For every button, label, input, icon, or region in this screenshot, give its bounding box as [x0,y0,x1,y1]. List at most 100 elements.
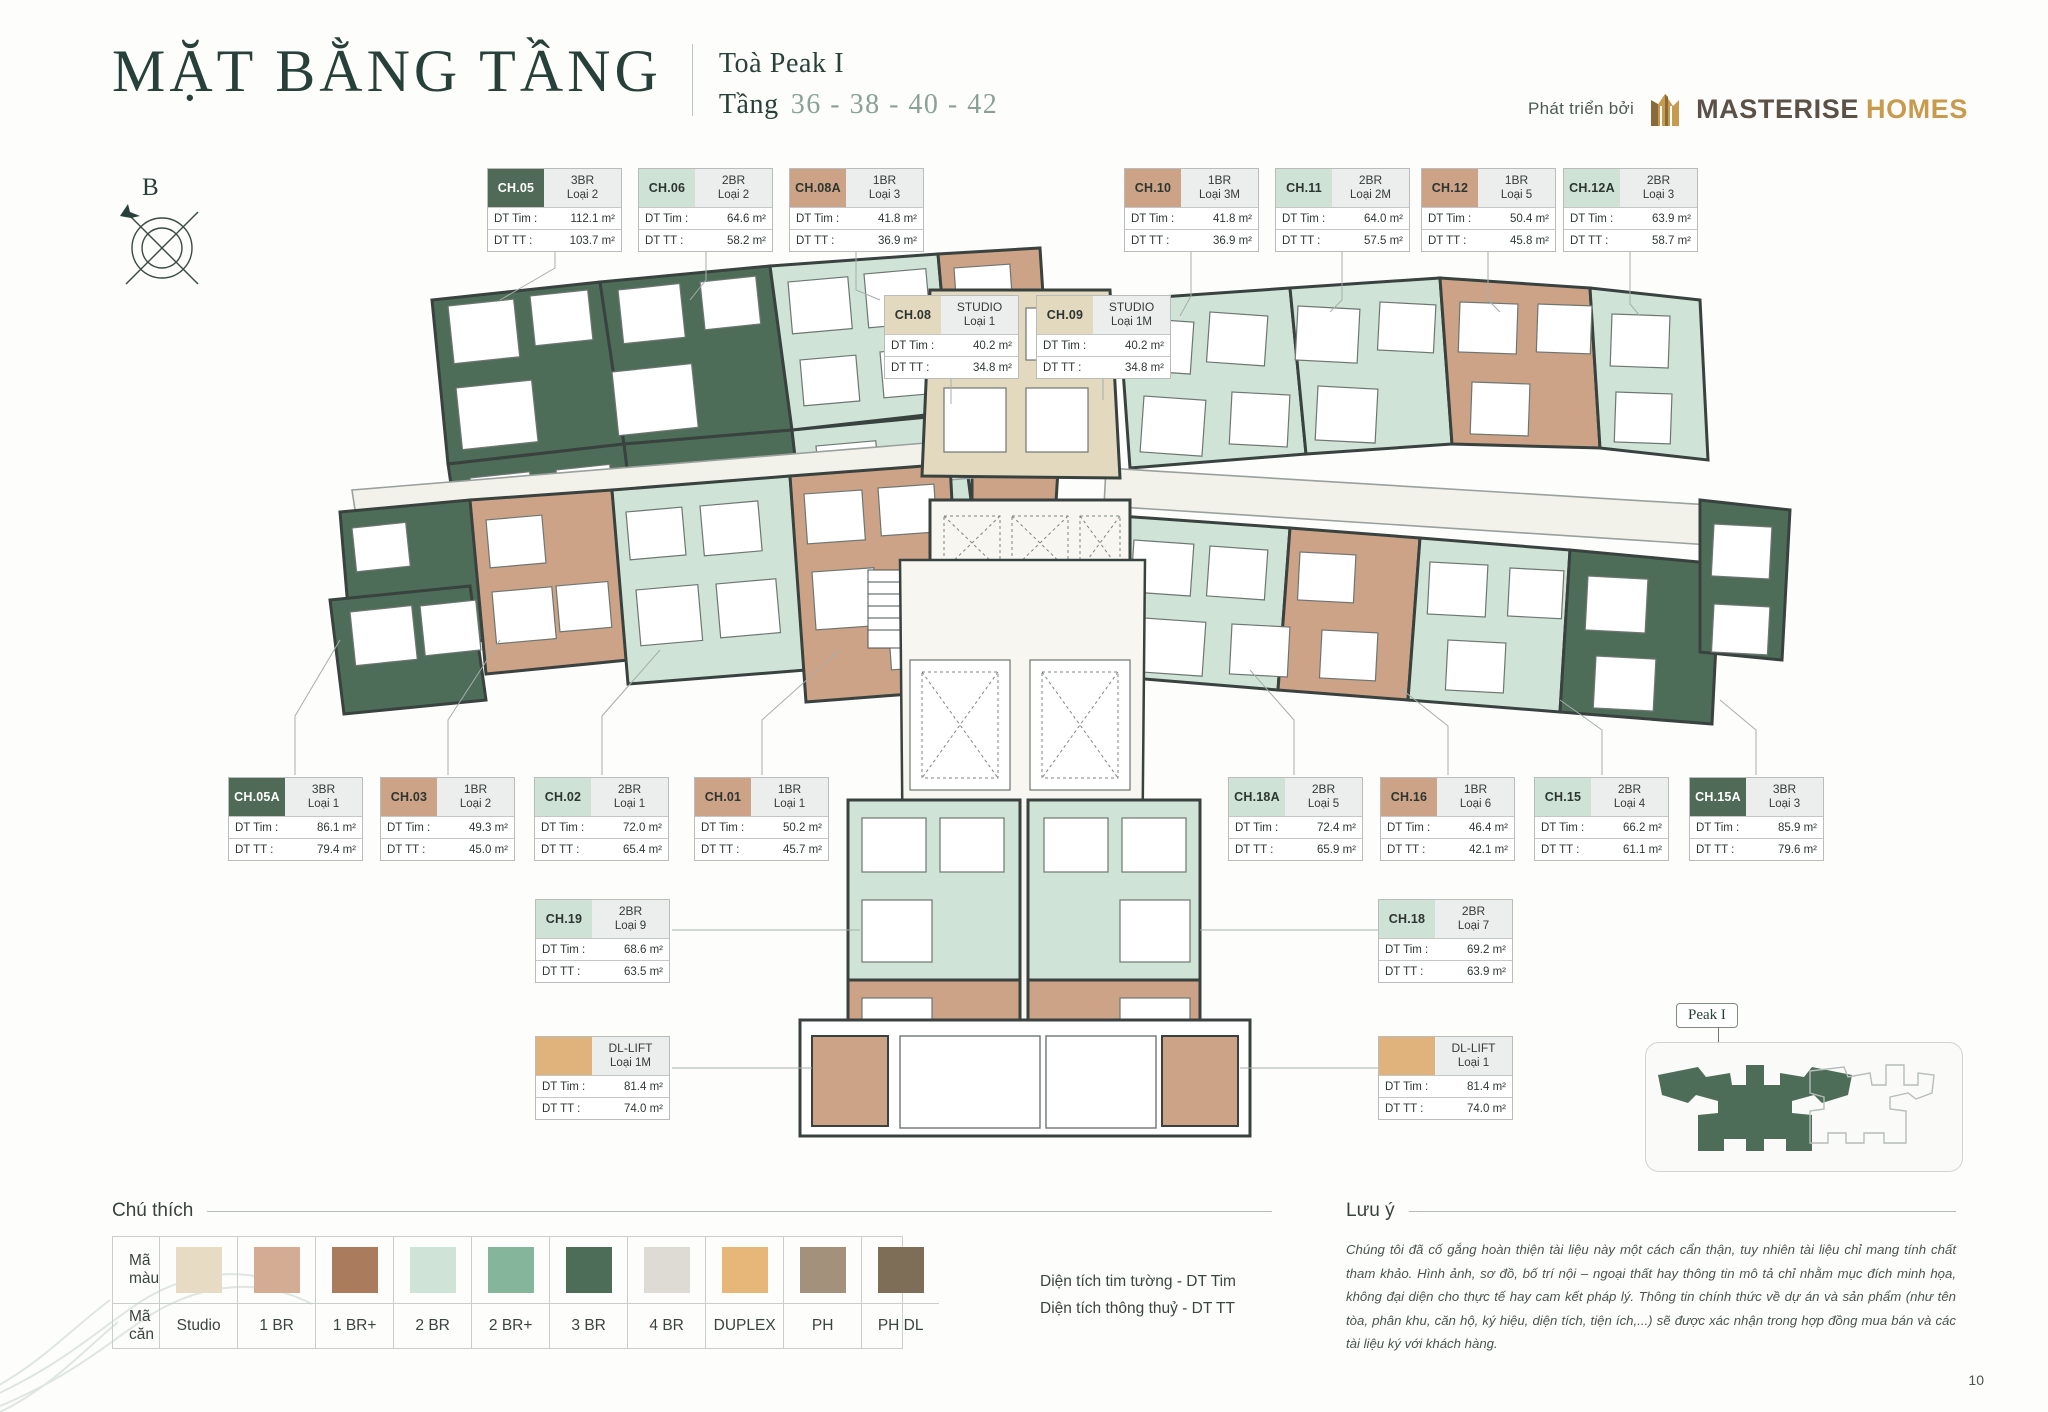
dt-tt-value: 57.5 m² [1364,234,1403,247]
dt-tt-value: 42.1 m² [1469,843,1508,856]
unit-code: CH.15 [1535,778,1591,816]
dt-tt-note: Diện tích thông thuỷ - DT TT [1040,1300,1235,1318]
legend-swatch [253,1247,300,1293]
dt-tim-label: DT Tim : [541,821,585,834]
note-title: Lưu ý [1346,1200,1395,1221]
unit-code: CH.12 [1422,169,1478,207]
legend-label: PH DL [877,1317,924,1334]
legend-label: Studio [176,1317,221,1334]
legend-rule [207,1210,1272,1212]
dt-tim-value: 69.2 m² [1467,943,1506,956]
unit-variant: Loại 1 [307,798,340,811]
dt-tim-label: DT Tim : [1541,821,1585,834]
dt-tim-value: 112.1 m² [570,212,615,225]
keyplan-tag[interactable]: Peak I [1676,1003,1738,1028]
dt-tt-label: DT TT : [1570,234,1609,247]
legend-column-studio: Studio [160,1237,239,1348]
dt-tt-value: 74.0 m² [1467,1102,1506,1115]
unit-variant: Loại 1 [963,316,996,329]
brand-name-first: MASTERISE [1696,93,1859,124]
dt-tim-value: 64.0 m² [1364,212,1403,225]
unit-type: 1BR [1207,172,1232,187]
unit-code [536,1037,592,1075]
dt-tt-label: DT TT : [494,234,533,247]
building-name: Toà Peak I [718,48,845,79]
unit-type: 2BR [1358,172,1383,187]
dt-tt-label: DT TT : [235,843,274,856]
dt-tim-value: 50.4 m² [1510,212,1549,225]
legend-swatch [331,1247,378,1293]
keyplan-box [1645,1042,1963,1172]
dt-tim-label: DT Tim : [796,212,840,225]
legend-swatch [409,1247,456,1293]
dt-tim-value: 40.2 m² [973,339,1012,352]
legend-column-3-br: 3 BR [550,1237,629,1348]
legend-label: PH [811,1317,834,1334]
dt-tim-label: DT Tim : [1696,821,1740,834]
legend-label: 2 BR+ [488,1317,533,1334]
unit-variant: Loại 6 [1459,798,1492,811]
dt-tim-value: 64.6 m² [727,212,766,225]
legend-column-2-br: 2 BR [394,1237,473,1348]
compass-rose: B [100,174,225,303]
note-section: Lưu ý Chúng tôi đã cố gắng hoàn thiện tà… [1346,1200,1956,1356]
unit-variant: Loại 3M [1199,189,1240,202]
dt-tim-value: 41.8 m² [878,212,917,225]
floor-label: Tầng [718,88,779,120]
dt-tt-label: DT TT : [1282,234,1321,247]
unit-variant: Loại 2 [566,189,599,202]
dt-tim-value: 41.8 m² [1213,212,1252,225]
unit-type: STUDIO [1108,299,1155,314]
unit-code: CH.02 [535,778,591,816]
dt-tim-label: DT Tim : [542,943,586,956]
dt-tim-note: Diện tích tim tường - DT Tim [1040,1273,1236,1290]
dt-tt-value: 74.0 m² [624,1102,663,1115]
keyplan-towers [1658,1064,1935,1151]
unit-variant: Loại 3 [1768,798,1801,811]
dt-tim-label: DT Tim : [1282,212,1326,225]
unit-variant: Loại 9 [614,920,647,933]
dt-tt-value: 79.4 m² [317,843,356,856]
dt-tim-value: 40.2 m² [1125,339,1164,352]
legend-column-4-br: 4 BR [628,1237,707,1348]
dt-tim-label: DT Tim : [1387,821,1431,834]
dt-tim-label: DT Tim : [645,212,689,225]
unit-type: 1BR [777,781,802,796]
dt-tt-label: DT TT : [542,1102,581,1115]
dt-tt-value: 79.6 m² [1778,843,1817,856]
dt-tt-value: 45.8 m² [1510,234,1549,247]
unit-code [1379,1037,1435,1075]
dt-tt-label: DT TT : [645,234,684,247]
dt-tt-label: DT TT : [1043,361,1082,374]
legend-label: 1 BR [259,1317,294,1334]
unit-code: CH.12A [1564,169,1620,207]
unit-code: CH.05 [488,169,544,207]
unit-variant: Loại 5 [1307,798,1340,811]
unit-code: CH.08A [790,169,846,207]
brand-name-second: HOMES [1865,93,1968,124]
unit-type: 2BR [721,172,746,187]
